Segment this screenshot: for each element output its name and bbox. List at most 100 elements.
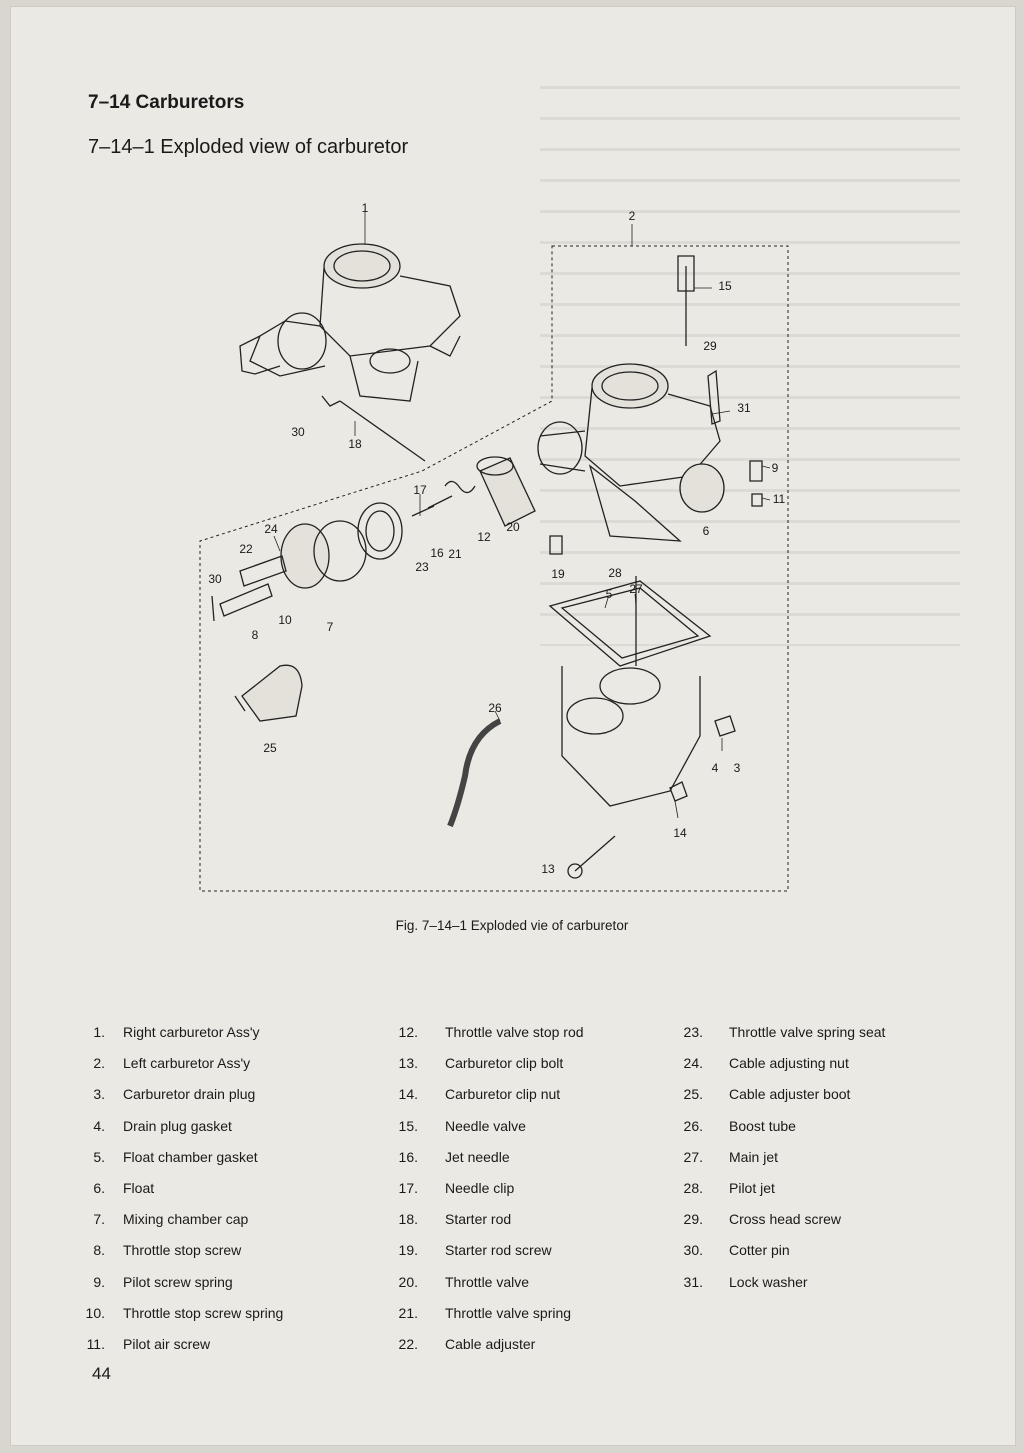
part-row: 14.Carburetor clip nut [388,1082,658,1113]
part-name: Throttle valve stop rod [445,1024,584,1040]
part-name: Drain plug gasket [123,1117,232,1134]
part-name: Left carburetor Ass'y [123,1055,251,1072]
part-number: 30. [683,1242,703,1259]
part-name: Right carburetor Ass'y [123,1024,260,1040]
callout-25: 25 [263,741,277,755]
callout-14: 14 [673,826,687,840]
part-row: 12.Throttle valve stop rod [388,1020,658,1051]
part-name: Cotter pin [729,1242,790,1259]
part-name: Throttle valve spring seat [729,1024,886,1040]
callout-3: 3 [733,761,741,775]
part-row: 7. Mixing chamber cap [75,1207,375,1238]
part-name: Throttle stop screw [123,1242,242,1259]
part-number: 6. [93,1179,105,1196]
part-name: Cross head screw [729,1211,842,1228]
callout-20: 20 [506,520,520,534]
throttle-valve-group-shape [357,456,563,560]
callout-2: 2 [628,209,636,223]
part-name: Float chamber gasket [123,1148,258,1165]
part-number: 26. [683,1117,703,1134]
callout-30: 30 [291,425,305,439]
part-row: 24.Cable adjusting nut [673,1051,963,1082]
callout-13: 13 [541,862,555,876]
callout-6: 6 [702,524,710,538]
callout-18: 18 [348,437,362,451]
part-number: 31. [683,1273,703,1290]
part-number: 1. [93,1024,105,1040]
part-name: Lock washer [729,1273,808,1290]
part-name: Throttle valve [445,1273,530,1290]
part-row: 27.Main jet [673,1145,963,1176]
part-row: 5. Float chamber gasket [75,1145,375,1176]
part-name: Cable adjuster boot [729,1086,851,1103]
part-number: 25. [683,1086,703,1103]
left-carburetor-shape [537,255,763,542]
part-row: 1. Right carburetor Ass'y [75,1020,375,1051]
right-carburetor-shape [239,243,461,462]
callout-22: 22 [239,542,253,556]
part-name: Needle clip [445,1179,515,1196]
part-name: Float [123,1179,155,1196]
part-name: Throttle valve spring [445,1304,572,1321]
callout-7: 7 [326,620,334,634]
part-number: 24. [683,1055,703,1072]
part-row: 21. Throttle valve spring [388,1301,658,1332]
part-row: 17. Needle clip [388,1176,658,1207]
mixing-chamber-cap-shape [211,520,367,722]
part-row: 25. Cable adjuster boot [673,1082,963,1113]
part-number: 15. [398,1117,418,1134]
part-name: Needle valve [445,1117,526,1134]
part-number: 8. [93,1242,105,1259]
part-name: Mixing chamber cap [123,1211,249,1228]
part-number: 20. [398,1273,418,1290]
figure-caption: Fig. 7–14–1 Exploded vie of carburetor [395,918,629,933]
part-number: 11. [86,1335,105,1352]
parts-list-column-3: 23.Throttle valve spring seat 24.Cable a… [673,1020,963,1301]
part-row: 2.Left carburetor Ass'y [75,1051,375,1082]
part-name: Main jet [729,1148,779,1165]
part-number: 22. [398,1335,418,1352]
part-row: 29. Cross head screw [673,1207,963,1238]
part-number: 17. [398,1179,418,1196]
part-number: 21. [398,1304,418,1321]
part-number: 4. [93,1117,105,1134]
part-name: Throttle stop screw spring [123,1304,284,1321]
float-chamber-shape [447,576,736,879]
part-row: 30. Cotter pin [673,1238,963,1269]
part-name: Pilot screw spring [123,1273,233,1290]
part-row: 23. Throttle valve spring seat [673,1020,963,1051]
callout-8: 8 [251,628,259,642]
callout-28: 28 [608,566,622,580]
callout-17: 17 [413,483,427,497]
callout-27: 27 [629,582,643,596]
part-number: 9. [93,1273,105,1290]
page-number: 44 [92,1364,111,1383]
part-row: 20. Throttle valve [388,1270,658,1301]
part-number: 13. [398,1055,418,1072]
callout-5: 5 [605,587,613,601]
parts-list-column-2: 12.Throttle valve stop rod 13. Carburetor… [388,1020,658,1363]
part-number: 5. [93,1148,105,1165]
part-name: Carburetor clip bolt [445,1055,564,1072]
part-number: 7. [93,1211,105,1228]
callout-15: 15 [718,279,732,293]
part-name: Pilot air screw [123,1335,211,1352]
part-number: 10. [85,1304,105,1321]
section-title: 7–14 Carburetors [88,92,245,113]
part-name: Carburetor drain plug [123,1086,256,1103]
part-name: Jet needle [445,1148,510,1165]
part-number: 29. [683,1211,703,1228]
part-name: Pilot jet [729,1179,775,1196]
part-row: 13. Carburetor clip bolt [388,1051,658,1082]
callout-9: 9 [771,461,779,475]
part-row: 18.Starter rod [388,1207,658,1238]
part-row: 22.Cable adjuster [388,1332,658,1363]
part-row: 16.Jet needle [388,1145,658,1176]
part-row: 8. Throttle stop screw [75,1238,375,1269]
part-name: Boost tube [729,1117,796,1134]
part-number: 23. [683,1024,703,1040]
parts-list-column-1: 1. Right carburetor Ass'y 2.Left carburet… [75,1020,375,1363]
part-name: Carburetor clip nut [445,1086,561,1103]
part-number: 28. [683,1179,703,1196]
part-row: 28. Pilot jet [673,1176,963,1207]
